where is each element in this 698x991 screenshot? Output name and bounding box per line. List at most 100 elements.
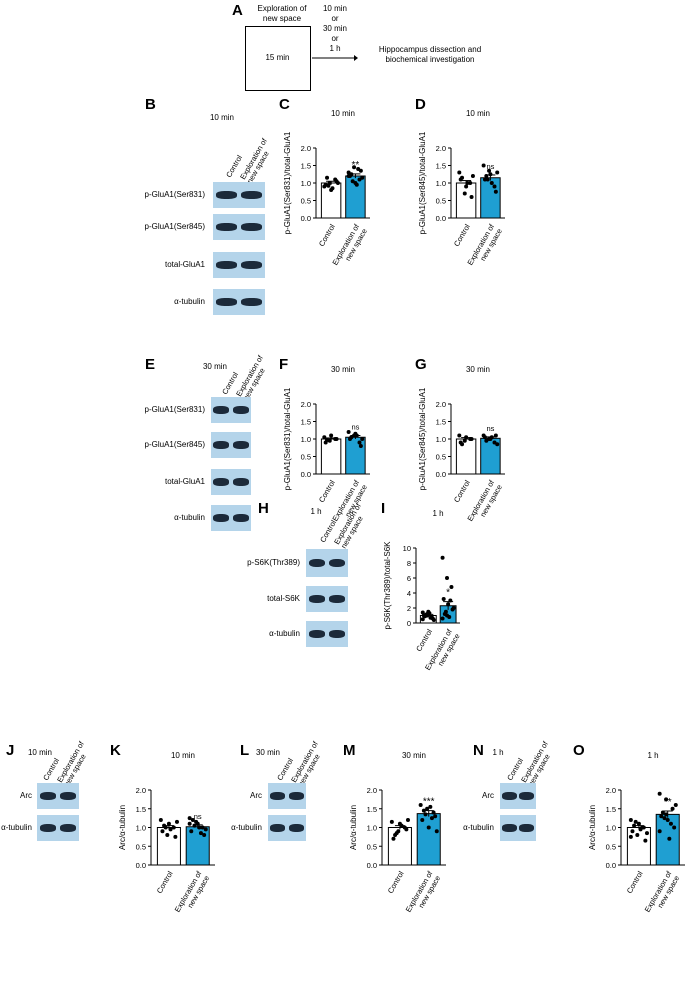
data-point <box>469 195 474 199</box>
data-point <box>163 825 168 830</box>
panel-label-d: D <box>415 96 426 113</box>
data-point <box>405 818 410 822</box>
data-point <box>202 833 207 837</box>
panel-label-l: L <box>240 742 250 759</box>
data-point <box>357 440 362 445</box>
y-tick-label: 1.0 <box>436 179 446 188</box>
data-point <box>446 602 451 607</box>
blot-row-label-h-2: α-tubulin <box>269 629 300 638</box>
data-point <box>667 836 672 841</box>
y-axis-label-g: p-GluA1(Ser845)/total-GluA1 <box>418 387 427 490</box>
blot-band-control <box>216 298 237 306</box>
data-point <box>469 437 474 441</box>
data-point <box>434 829 439 834</box>
y-tick-label: 0 <box>407 619 411 628</box>
blot-row-label-h-0: p-S6K(Thr389) <box>247 558 300 567</box>
blot-row-label-n-1: α-tubulin <box>463 823 494 832</box>
y-tick-label: 0.5 <box>436 197 446 206</box>
chart-o: 1 h0.00.51.01.52.0Arc/α-tubulinControlEx… <box>588 751 685 914</box>
blot-band-control <box>502 792 517 800</box>
blot-strip-b-1 <box>213 214 265 240</box>
y-tick-label: 0.0 <box>436 214 446 223</box>
blot-band-exploration <box>288 792 304 800</box>
y-axis-label-k: Arc/α-tubulin <box>118 805 127 850</box>
chart-title-k: 10 min <box>171 751 195 760</box>
blot-band-exploration <box>328 630 346 638</box>
data-point <box>664 812 669 817</box>
blot-strip-n-0 <box>500 783 536 809</box>
blot-band-control <box>213 514 230 522</box>
data-point <box>657 829 662 834</box>
data-point <box>346 174 351 178</box>
data-point <box>420 818 425 822</box>
panel-label-c: C <box>279 96 290 113</box>
data-point <box>346 430 351 434</box>
data-point <box>457 433 462 438</box>
data-point <box>495 442 500 447</box>
bar-exploration <box>416 813 441 866</box>
data-point <box>445 576 450 580</box>
data-point <box>335 181 340 185</box>
blot-band-control <box>308 630 326 638</box>
y-tick-label: 1.5 <box>301 418 311 427</box>
data-point <box>394 831 399 836</box>
blot-strip-b-0 <box>213 182 265 208</box>
data-point <box>493 433 498 438</box>
data-point <box>325 175 330 180</box>
x-tick-label-exploration: Exploration ofnew space <box>330 478 369 528</box>
chart-c: 10 min0.00.51.01.52.0p-GluA1(Ser831)/tot… <box>283 109 370 267</box>
blot-row-label-b-3: α-tubulin <box>174 297 205 306</box>
x-tick-label-control: Control <box>386 869 406 895</box>
data-point <box>665 818 670 822</box>
y-tick-label: 1.0 <box>436 435 446 444</box>
blot-strip-e-3 <box>211 505 251 531</box>
data-point <box>352 165 357 170</box>
y-tick-label: 6 <box>407 574 411 583</box>
blot-strip-n-1 <box>500 815 536 841</box>
data-point <box>628 834 633 839</box>
data-point <box>399 823 404 828</box>
blot-row-label-e-1: p-GluA1(Ser845) <box>144 440 205 449</box>
blot-band-exploration <box>241 261 262 269</box>
data-point <box>464 184 469 189</box>
data-point <box>462 438 467 443</box>
data-point <box>189 829 194 834</box>
data-point <box>428 615 433 620</box>
blot-band-exploration <box>232 514 249 522</box>
data-point <box>174 819 179 824</box>
data-point <box>484 438 489 443</box>
data-point <box>488 172 493 177</box>
blot-row-label-j-0: Arc <box>20 791 32 800</box>
data-point <box>460 175 465 180</box>
y-axis-label-i: p-S6K(Thr389)/total-S6K <box>383 541 392 630</box>
data-point <box>668 821 673 826</box>
significance-label-d: ns <box>486 162 494 171</box>
y-tick-label: 2 <box>407 604 411 613</box>
data-point <box>493 189 498 194</box>
data-point <box>457 170 462 175</box>
y-axis-label-o: Arc/α-tubulin <box>588 805 597 850</box>
panel-label-e: E <box>145 356 156 373</box>
data-point <box>420 610 425 615</box>
y-tick-label: 0.5 <box>301 453 311 462</box>
blot-col-exploration-j: Exploration of new space <box>55 739 88 788</box>
x-tick-label-control: Control <box>317 222 337 248</box>
blot-time-e: 30 min <box>202 362 227 371</box>
chart-k: 10 min0.00.51.01.52.0Arc/α-tubulinContro… <box>118 751 215 914</box>
data-point <box>421 808 426 813</box>
significance-label-c: ** <box>352 160 360 171</box>
significance-label-f: ns <box>351 423 359 432</box>
data-point <box>633 819 638 824</box>
panel-label-a: A <box>232 2 243 19</box>
panel-a-arrow <box>312 55 358 61</box>
data-point <box>325 438 330 443</box>
bar-exploration <box>345 436 366 475</box>
blot-band-control <box>502 824 517 832</box>
panel-a-box <box>245 26 311 91</box>
panel-label-b: B <box>145 96 156 113</box>
bar-control <box>455 438 477 475</box>
blot-band-exploration <box>241 298 262 306</box>
data-point <box>673 803 678 807</box>
y-tick-label: 1.5 <box>301 162 311 171</box>
blot-row-label-l-1: α-tubulin <box>231 823 262 832</box>
